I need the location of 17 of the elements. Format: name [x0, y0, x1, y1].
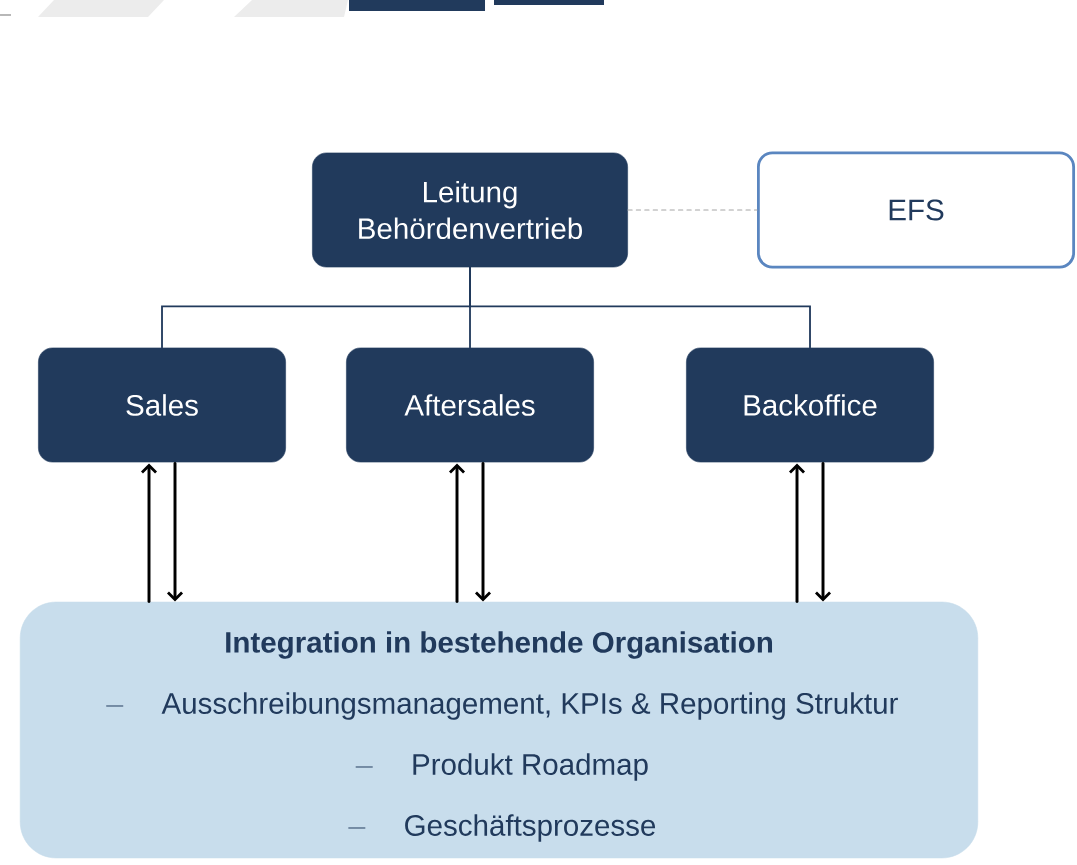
org-box: Aftersales	[346, 347, 594, 463]
arrow	[475, 462, 492, 602]
arrow	[449, 463, 466, 603]
arrow	[789, 463, 806, 603]
external-box: EFS	[757, 151, 1076, 269]
org-box: Backoffice	[686, 347, 934, 463]
connector-line	[469, 266, 811, 349]
bullet-item: Ausschreibungsmanagement, KPIs & Reporting Struktur	[105, 692, 898, 720]
panel-heading: Integration in bestehende Organisation	[226, 631, 772, 659]
connector-line	[627, 209, 758, 211]
bullet-item: Produkt Roadmap	[355, 753, 648, 781]
arrow	[815, 462, 832, 602]
org-box: Leitung Behördenvertrieb	[312, 152, 628, 268]
bullet-item: Geschäftsprozesse	[347, 814, 656, 842]
org-box: Sales	[38, 347, 286, 463]
arrow	[167, 462, 184, 602]
arrow	[140, 463, 158, 603]
